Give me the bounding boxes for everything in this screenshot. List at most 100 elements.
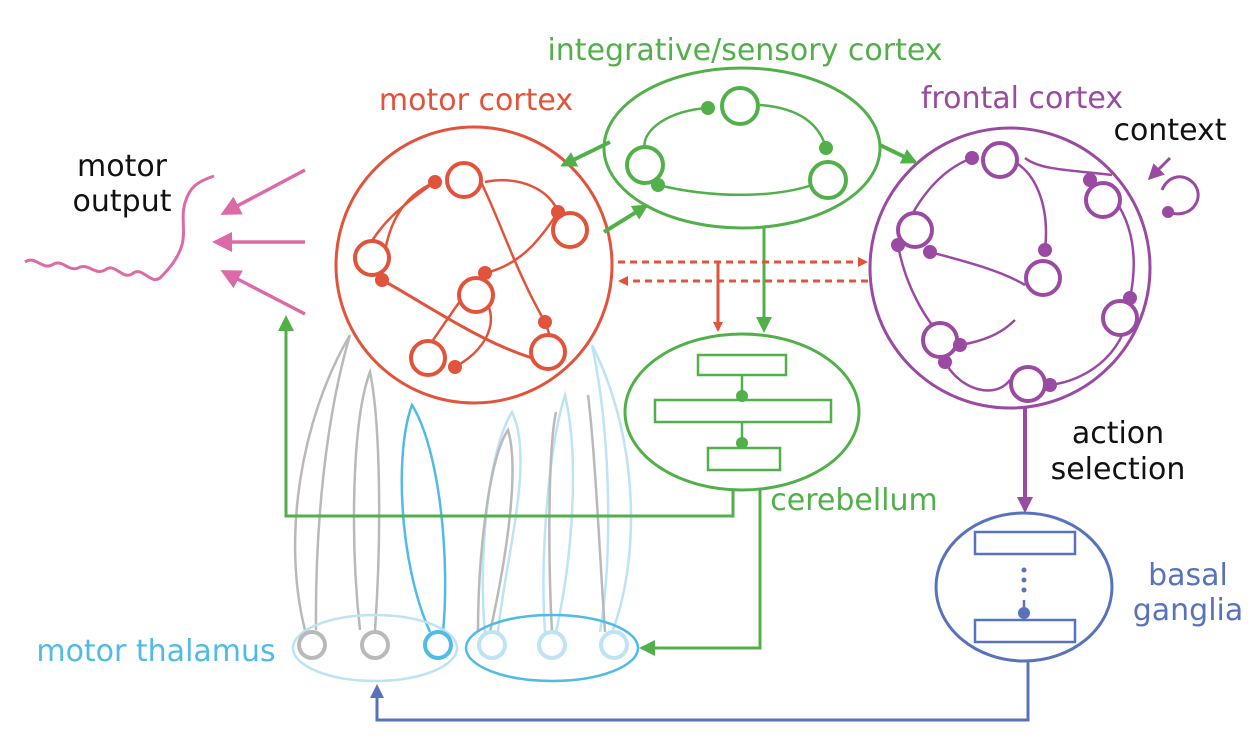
sensory-to-motor-arrow	[560, 140, 611, 167]
context-input-loop	[1160, 175, 1200, 216]
cerebellum-synapse	[736, 390, 748, 402]
context-synapse	[1162, 206, 1174, 218]
motor-to-sensory-arrow	[602, 204, 649, 234]
thalamus-neuron-2	[360, 630, 390, 660]
light-loop-1	[481, 409, 522, 633]
motor-neuron-2	[551, 211, 589, 249]
frontal-synapse	[938, 355, 952, 369]
frontal-cortex-label: frontal cortex	[921, 81, 1123, 116]
frontal-synapse	[1123, 291, 1137, 305]
gray-loop-4	[548, 411, 558, 633]
basal-dot	[1021, 577, 1027, 583]
light-loop-3	[590, 344, 633, 633]
context-label: context	[1113, 113, 1226, 148]
frontal-cortex-boundary	[868, 126, 1152, 410]
cerebellum	[623, 332, 861, 492]
frontal-neuron-2	[1084, 181, 1122, 219]
motor-cortex-label: motor cortex	[379, 83, 573, 118]
cerebellum-label: cerebellum	[770, 483, 938, 518]
motor-neuron-4	[457, 276, 495, 314]
basal-ganglia-label-line1: basal	[1148, 558, 1228, 593]
basal-synapse	[1018, 607, 1030, 619]
motor-cortex-boundary	[334, 125, 614, 405]
basal-layer-1	[973, 530, 1077, 556]
motor-synapse	[428, 175, 442, 189]
cerebellum-layer-1	[696, 353, 788, 377]
labels: integrative/sensory cortex motor cortex …	[36, 33, 1243, 669]
frontal-neuron-1	[981, 141, 1019, 179]
sensory-neuron-1	[720, 86, 760, 126]
frontal-synapse	[1043, 378, 1057, 392]
sensory-to-frontal-arrow	[879, 143, 918, 164]
basal-to-thalamus-path	[370, 661, 1030, 722]
basal-ganglia-boundary	[934, 511, 1114, 663]
frontal-synapse	[965, 151, 979, 165]
motor-synapse	[478, 266, 492, 280]
basal-ganglia	[934, 511, 1114, 663]
thalamus-neuron-5	[537, 630, 567, 660]
frontal-neuron-5	[1101, 299, 1139, 337]
thalamocortical-loops	[293, 334, 633, 633]
thalamus-neuron-1	[297, 630, 327, 660]
thalamus-neuron-3	[423, 630, 453, 660]
motor-synapse	[538, 315, 552, 329]
motor-output	[24, 168, 306, 316]
thalamus-group-left	[291, 613, 459, 683]
frontal-neuron-3	[896, 211, 934, 249]
basal-layer-2	[973, 618, 1077, 644]
action-selection-label-line2: selection	[1051, 452, 1186, 487]
motor-thalamus-label: motor thalamus	[36, 634, 275, 669]
frontal-synapse	[953, 338, 967, 352]
sensory-synapse	[651, 178, 665, 192]
frontal-synapse	[1083, 173, 1097, 187]
frontal-neuron-7	[1009, 365, 1047, 403]
motor-synapse	[551, 205, 565, 219]
light-loop-2	[542, 390, 575, 633]
basal-ganglia-label-line2: ganglia	[1133, 593, 1244, 628]
sensory-cortex	[602, 66, 882, 230]
gray-loop-1	[293, 334, 352, 631]
sensory-synapse	[701, 101, 715, 115]
basal-dot	[1021, 567, 1027, 573]
blue-loop	[400, 402, 447, 633]
motor-output-label-line1: motor	[77, 149, 168, 184]
motor-cortex	[334, 125, 614, 405]
sensory-cortex-boundary	[602, 66, 882, 230]
output-arrow-1	[220, 168, 306, 215]
frontal-neuron-6	[921, 321, 959, 359]
cerebellum-boundary	[623, 332, 861, 492]
sensory-synapse	[819, 141, 833, 155]
frontal-synapse	[923, 245, 937, 259]
frontal-synapse	[1038, 243, 1052, 257]
cerebellum-to-thalamus-path	[639, 490, 762, 656]
thalamus-neuron-6	[599, 630, 629, 660]
cerebellum-layer-2	[653, 398, 833, 424]
gray-loop-2	[352, 367, 381, 631]
gray-loop-3	[476, 427, 514, 633]
motor-thalamus	[291, 613, 640, 683]
motor-neuron-3	[353, 239, 391, 277]
motor-synapse	[375, 273, 389, 287]
motor-neuron-6	[409, 339, 447, 377]
sensory-neuron-3	[808, 160, 848, 200]
context-arrow	[1147, 156, 1172, 181]
frontal-cortex	[868, 126, 1200, 410]
frontal-neuron-4	[1024, 259, 1062, 297]
output-waveform	[24, 174, 215, 281]
frontal-synapse	[891, 238, 905, 252]
motor-neuron-1	[445, 161, 483, 199]
cerebellum-to-motor-output-path	[278, 315, 735, 518]
action-selection-label-line1: action	[1072, 416, 1164, 451]
basal-dot	[1021, 587, 1027, 593]
connections	[278, 140, 1172, 722]
cerebellum-synapse	[736, 437, 748, 449]
sensory-neuron-2	[625, 145, 665, 185]
thalamus-neuron-4	[477, 630, 507, 660]
cerebellum-layer-3	[706, 446, 782, 472]
gray-loop-5	[586, 394, 607, 633]
output-arrow-3	[220, 270, 306, 316]
motor-synapse	[448, 360, 462, 374]
motor-output-label-line2: output	[73, 184, 172, 219]
integrative-cortex-label: integrative/sensory cortex	[547, 33, 942, 68]
